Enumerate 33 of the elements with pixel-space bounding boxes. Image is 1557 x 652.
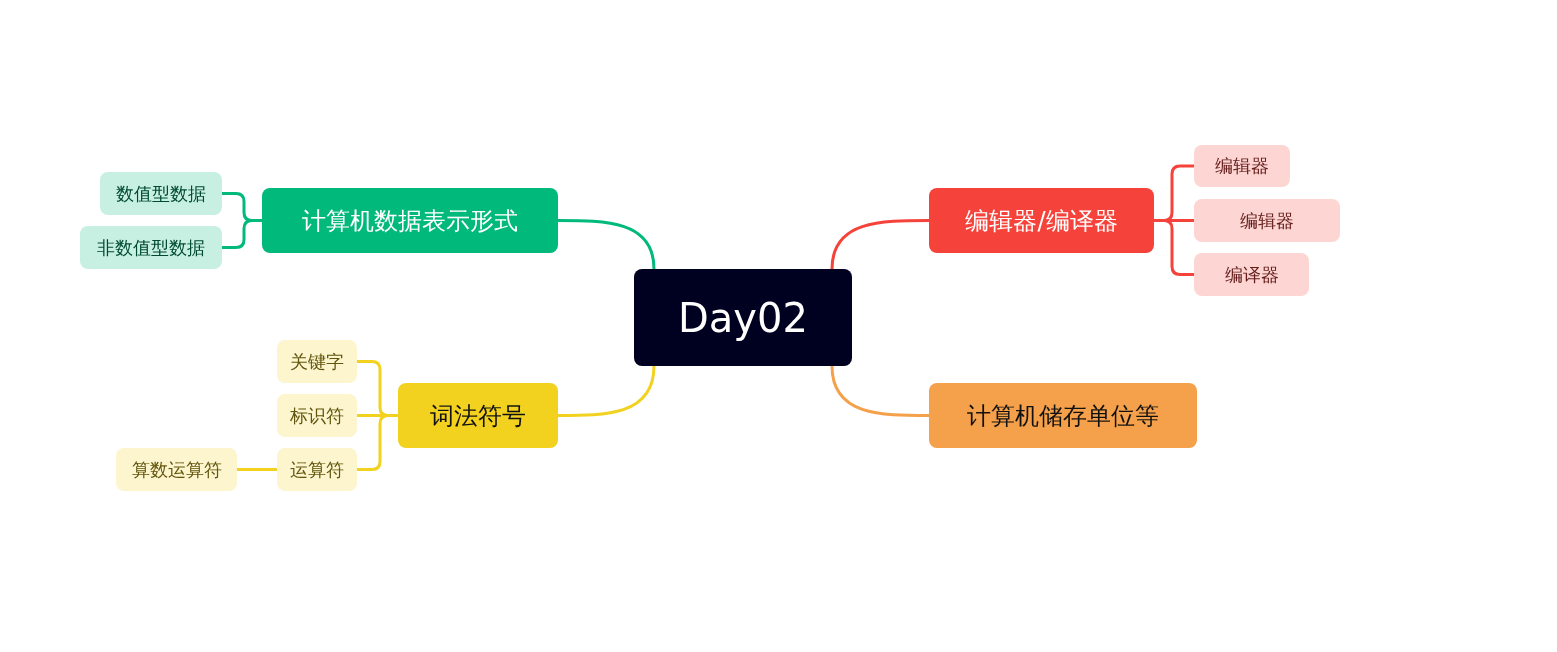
subtopic-box xyxy=(1194,199,1340,242)
topic-text: 数值型数据 xyxy=(116,181,206,206)
topic-text: 关键字 xyxy=(290,349,344,374)
connector-line xyxy=(830,219,929,270)
subtopic-box xyxy=(277,340,357,383)
connector-line xyxy=(830,365,929,417)
central-topic xyxy=(634,269,852,366)
subtopic-box xyxy=(80,226,222,269)
topic-text: 计算机数据表示形式 xyxy=(302,205,518,237)
subtopic-box xyxy=(277,394,357,437)
topic-box xyxy=(929,383,1197,448)
topic-text: 编辑器 xyxy=(1240,208,1294,233)
topic-text: 词法符号 xyxy=(430,400,526,432)
topic-text: 标识符 xyxy=(290,403,344,428)
connector-line xyxy=(237,468,277,471)
topic-text: 编译器 xyxy=(1224,262,1279,287)
subtopic-box xyxy=(100,172,222,215)
topic-text: 计算机储存单位等 xyxy=(967,400,1159,432)
topic-box xyxy=(929,188,1154,253)
subtopic-box xyxy=(277,448,357,491)
topic-text: 运算符 xyxy=(290,457,344,482)
connector-line xyxy=(558,219,656,270)
topic-text: 编辑器/编译器 xyxy=(965,205,1118,237)
connector-line xyxy=(558,365,656,417)
topic-text: 编辑器 xyxy=(1215,154,1269,178)
topic-box xyxy=(262,188,558,253)
topic-text: Day02 xyxy=(678,294,808,341)
subtopic-box xyxy=(1194,145,1290,187)
subtopic-box xyxy=(1194,253,1309,296)
subtopic-box xyxy=(116,448,237,491)
topic-box xyxy=(398,383,558,448)
topic-text: 算数运算符 xyxy=(131,457,222,482)
topic-text: 非数值型数据 xyxy=(97,235,205,260)
